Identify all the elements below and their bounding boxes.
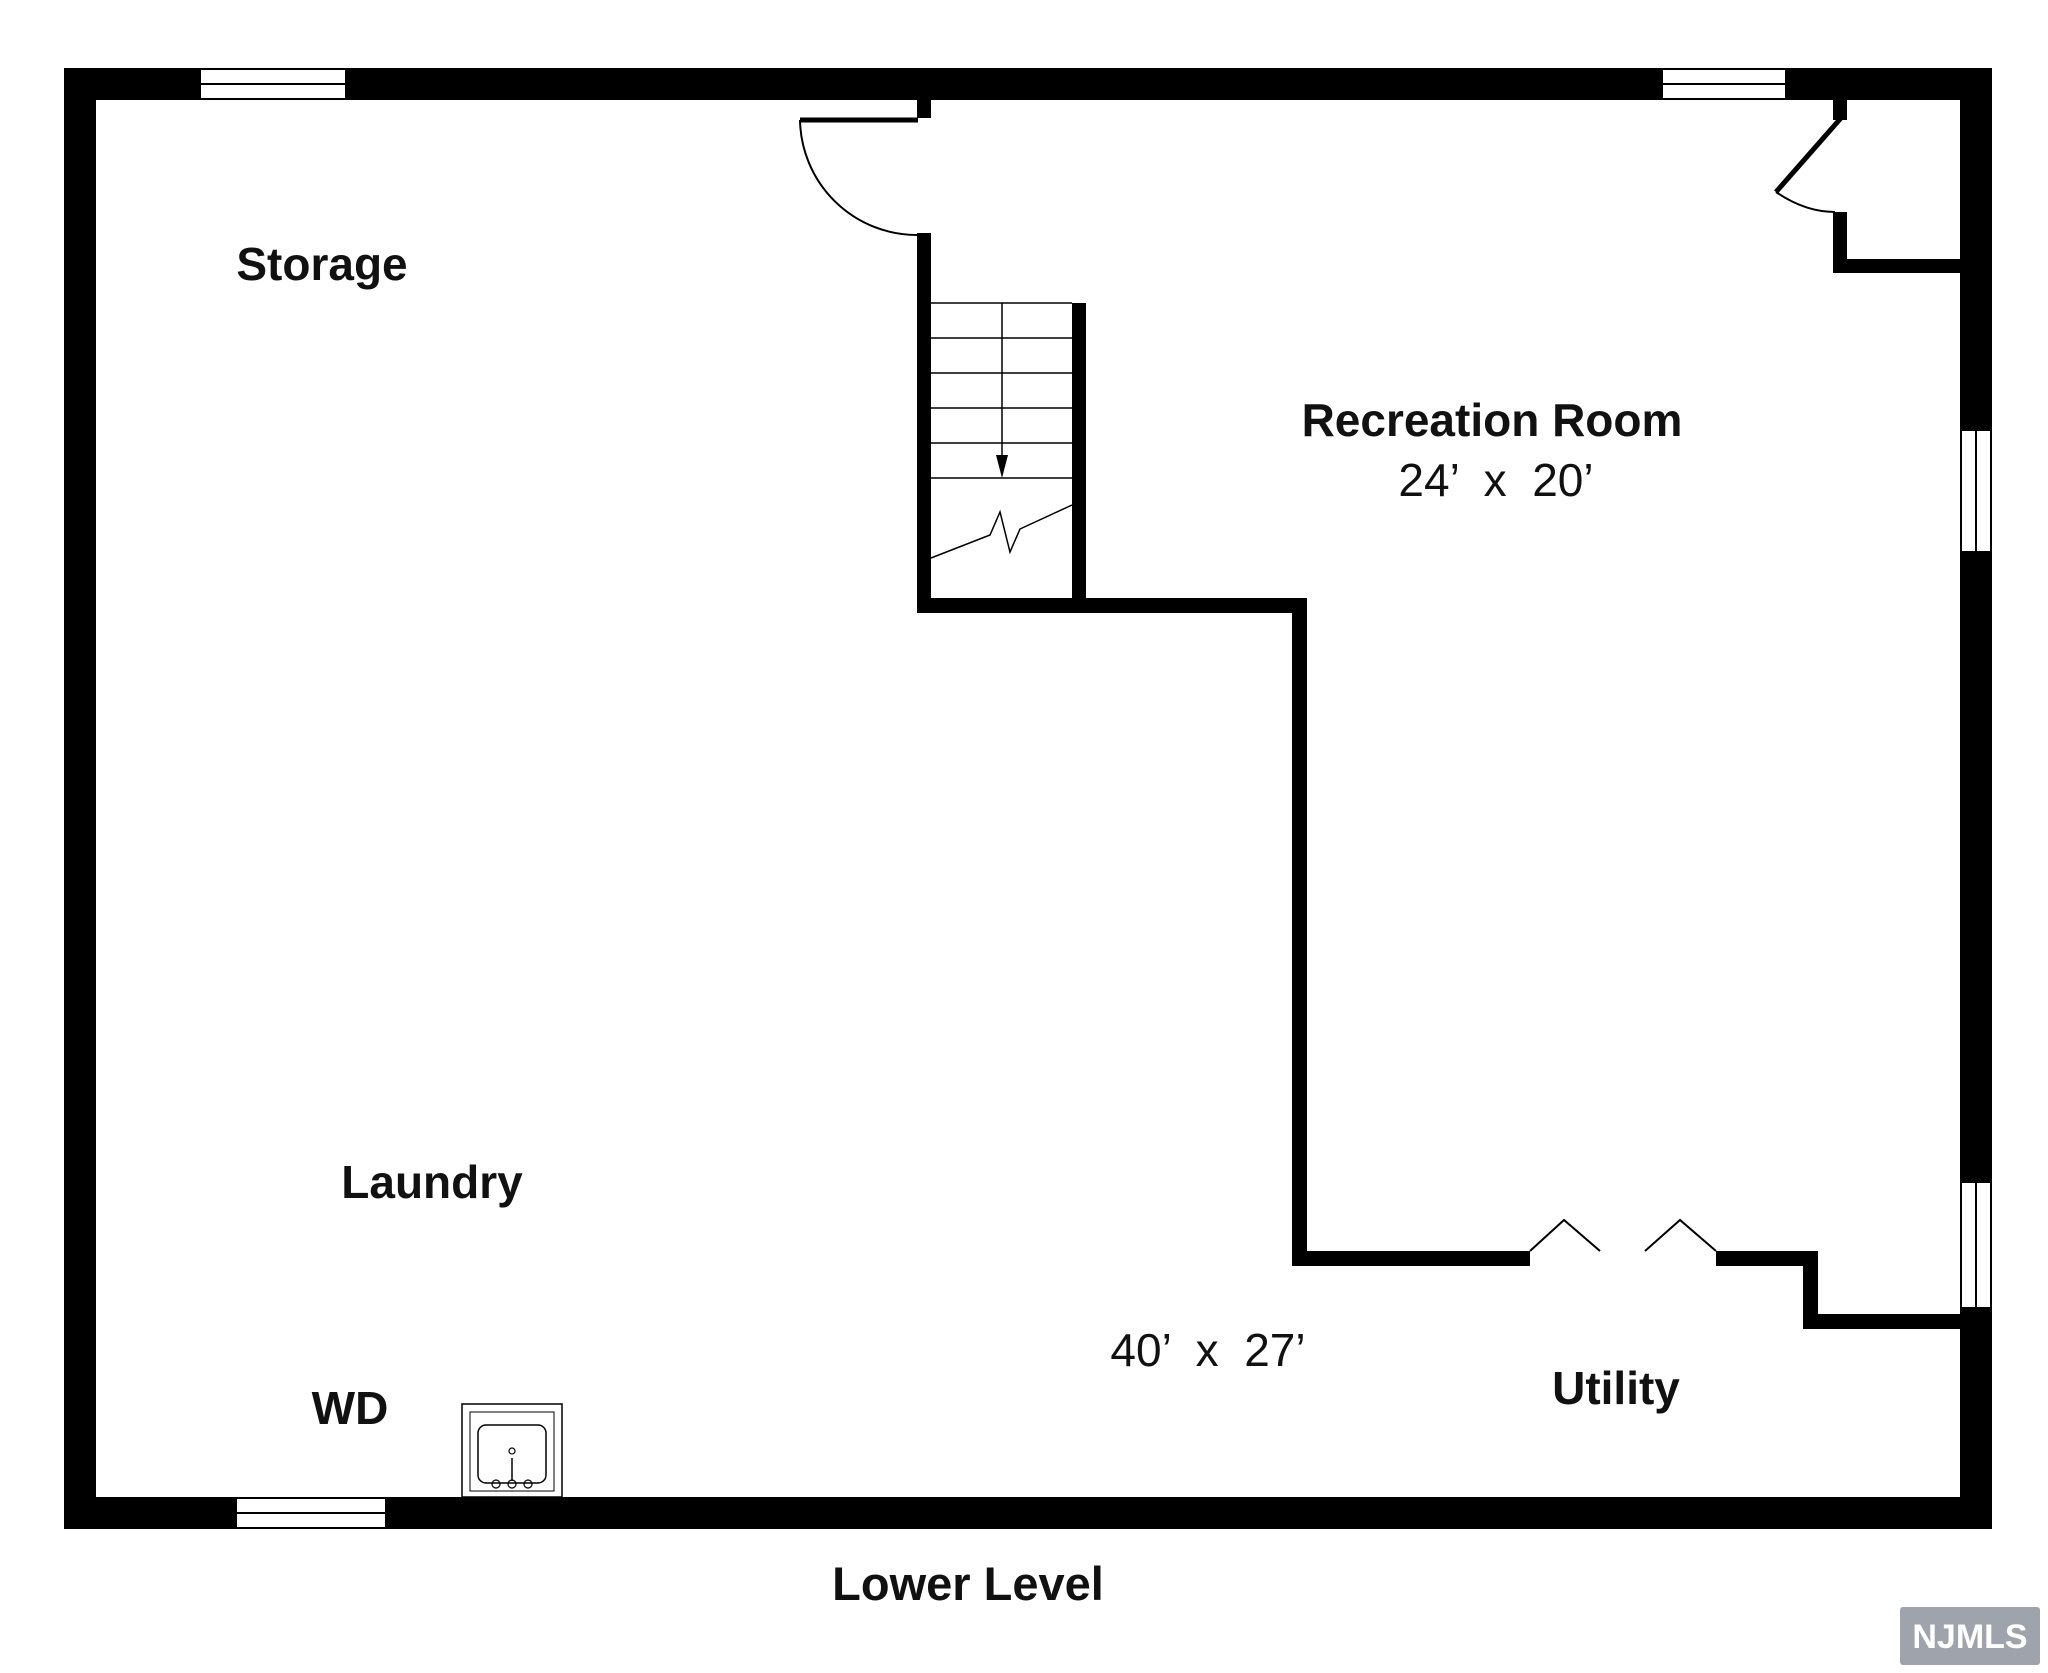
stair-arrow-icon [996, 455, 1008, 478]
bifold-door-right [1644, 1218, 1717, 1252]
bifold-door-left [1529, 1218, 1601, 1252]
windows [199, 68, 1992, 1529]
wall-stair-right [1072, 303, 1086, 613]
room-label-laundry: Laundry [341, 1156, 523, 1208]
room-label-utility: Utility [1552, 1362, 1680, 1414]
window-right-upper [1960, 429, 1992, 553]
window-bottom-left [235, 1497, 387, 1529]
wall-closet-stub [1833, 98, 1847, 120]
wall-door-stub [917, 98, 931, 118]
wall-closet-bottom [1833, 259, 1963, 273]
door-closet-leaf [1774, 116, 1843, 194]
njmls-watermark: NJMLS [1900, 1607, 2040, 1665]
wall-utility-top [1803, 1314, 1963, 1329]
stairs [930, 302, 1073, 559]
room-label-wd: WD [312, 1382, 389, 1434]
wall-stair-left [917, 233, 931, 613]
wall-rec-bottom-left [1292, 1251, 1530, 1266]
room-label-storage: Storage [236, 238, 407, 290]
stair-break-line [930, 504, 1073, 559]
room-dimensions-laundry: 40’ x 27’ [1110, 1324, 1305, 1376]
interior-walls [800, 98, 1963, 1329]
watermark-text: NJMLS [1912, 1618, 2027, 1656]
wall-stair-bottom [917, 598, 1307, 613]
wall-utility-step [1803, 1251, 1818, 1329]
laundry-sink-icon [461, 1403, 563, 1498]
wall-left [64, 68, 96, 1529]
window-right-lower [1960, 1181, 1992, 1309]
room-dimensions-recreation: 24’ x 20’ [1398, 454, 1593, 506]
door-swing-storage [799, 119, 918, 236]
level-label: Lower Level [832, 1557, 1104, 1610]
wall-rec-vertical [1292, 598, 1307, 1266]
door-swing-closet [1775, 191, 1836, 213]
wall-rec-bottom-right [1716, 1251, 1818, 1266]
window-top-right [1661, 68, 1787, 100]
wall-right [1960, 68, 1992, 1529]
room-label-recreation: Recreation Room [1302, 394, 1683, 446]
wall-closet-left [1833, 212, 1847, 266]
window-top-left [199, 68, 347, 100]
doors [799, 116, 1843, 1252]
